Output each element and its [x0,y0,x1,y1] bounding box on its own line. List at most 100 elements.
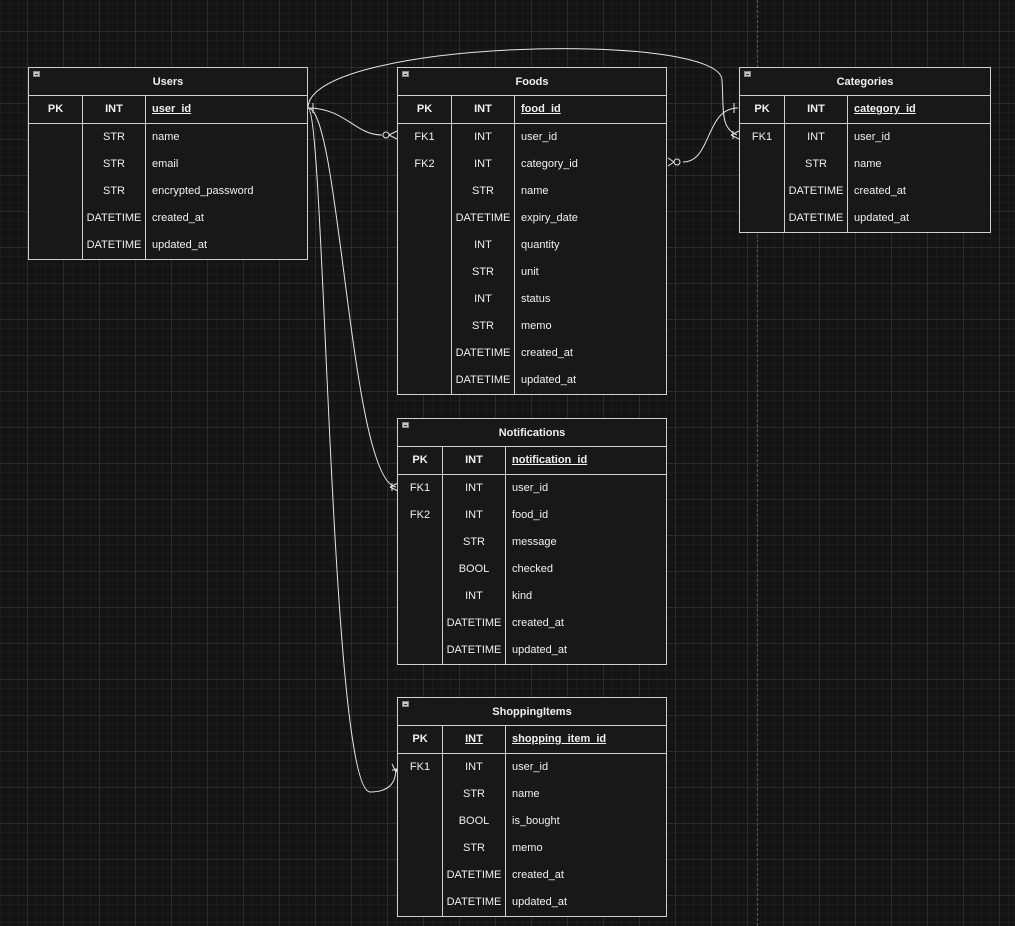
type-label: INT [443,447,506,474]
field-name[interactable]: created_at [854,185,906,197]
field-name[interactable]: memo [512,842,543,854]
type-label: INT [474,293,492,305]
key-label [398,232,451,259]
field-name[interactable]: updated_at [152,239,208,251]
key-label [398,313,451,340]
entity-header[interactable]: ShoppingItems [398,698,666,726]
collapse-icon[interactable] [402,71,409,77]
field-name[interactable]: user_id [521,131,558,143]
type-label: DATETIME [446,644,502,656]
collapse-icon[interactable] [402,701,409,707]
key-label: FK1 [414,131,435,143]
key-label [398,637,442,664]
type-label: INT [474,158,492,170]
many-marker [389,482,399,492]
field-name[interactable]: created_at [152,212,204,224]
key-label [29,232,82,259]
many-marker [388,130,398,140]
field-name[interactable]: user_id [854,131,891,143]
entity-header[interactable]: Foods [398,68,666,96]
type-label: INT [452,96,515,123]
entity-header[interactable]: Notifications [398,419,666,447]
field-name[interactable]: status [521,293,551,305]
key-label [398,781,442,808]
collapse-icon[interactable] [744,71,751,77]
field-name[interactable]: user_id [512,482,549,494]
key-label [740,151,784,178]
entity-title: Notifications [498,426,566,439]
field-name[interactable]: checked [512,563,553,575]
field-name[interactable]: food_id [512,509,549,521]
type-label: STR [472,266,494,278]
field-name[interactable]: expiry_date [521,212,578,224]
field-name[interactable]: is_bought [512,815,560,827]
field-name[interactable]: name [521,185,549,197]
type-label: DATETIME [455,212,511,224]
field-name: food_id [521,103,561,115]
field-name[interactable]: message [512,536,557,548]
key-label [740,178,784,205]
field-name[interactable]: name [854,158,882,170]
key-label [398,286,451,313]
key-label: PK [29,96,83,123]
entity-header[interactable]: Categories [740,68,990,96]
field-name[interactable]: updated_at [512,644,568,656]
field-name[interactable]: email [152,158,179,170]
field-name[interactable]: created_at [512,869,564,881]
type-label: STR [463,788,485,800]
key-label [398,889,442,916]
field-name[interactable]: quantity [521,239,560,251]
key-label: FK1 [751,131,773,143]
field-name[interactable]: created_at [521,347,573,359]
type-label: INT [443,726,506,753]
type-label: INT [474,131,492,143]
type-label: INT [807,131,825,143]
type-label: DATETIME [446,896,502,908]
type-label: STR [463,536,485,548]
field-name[interactable]: encrypted_password [152,185,254,197]
collapse-icon[interactable] [33,71,40,77]
entity-header[interactable]: Users [29,68,307,96]
field-name[interactable]: created_at [512,617,564,629]
field-name[interactable]: user_id [512,761,549,773]
field-name[interactable]: updated_at [521,374,577,386]
link-users-categories [307,48,738,136]
type-label: DATETIME [446,617,502,629]
field-name[interactable]: updated_at [854,212,910,224]
collapse-icon[interactable] [402,422,409,428]
key-label [398,259,451,286]
type-label: STR [103,185,125,197]
link-categories-foods [682,107,739,163]
type-label: INT [83,96,146,123]
field-name[interactable]: updated_at [512,896,568,908]
field-name[interactable]: name [512,788,540,800]
key-label [398,529,442,556]
field-name[interactable]: kind [512,590,533,602]
key-label [398,205,451,232]
entity-title: Users [152,75,184,88]
type-label: STR [805,158,827,170]
zero-marker [673,158,681,166]
type-label: STR [472,185,494,197]
many-marker [730,130,740,140]
type-label: STR [103,158,125,170]
key-label [398,340,451,367]
key-label [29,205,82,232]
field-name: user_id [152,103,192,115]
field-name[interactable]: unit [521,266,539,278]
field-name[interactable]: name [152,131,180,143]
field-name[interactable]: category_id [521,158,578,170]
field-name[interactable]: memo [521,320,552,332]
entity-title: Categories [836,75,894,88]
